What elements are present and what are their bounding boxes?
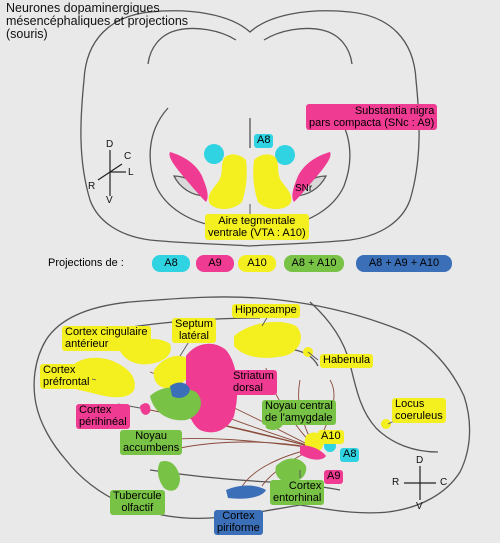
label-perhineal-line-2: périhinéal [79, 415, 127, 428]
label-piriforme-line-2: piriforme [217, 521, 260, 534]
label-striatum: Striatum dorsal [230, 370, 277, 395]
coronal-outline [80, 10, 420, 247]
label-olfactif: Tubercule olfactif [110, 490, 165, 515]
legend-item-a8-label: A8 [164, 257, 178, 269]
coronal-axis-r: R [88, 181, 96, 192]
vta-right [253, 154, 292, 210]
sagittal-outline [33, 296, 471, 520]
label-prefrontal-line-1: Cortex [43, 364, 76, 376]
olfactory-tubercle-region [157, 460, 180, 491]
label-a9: A9 [324, 470, 344, 484]
label-amygdale-line-2: de l'amygdale [265, 411, 333, 424]
legend-item-a8-a9-a10-label: A8 + A9 + A10 [368, 257, 440, 269]
coronal-axis-c: C [124, 151, 132, 162]
label-cingulaire-line-2: antérieur [65, 337, 109, 350]
label-olfactif-line-2: olfactif [121, 501, 154, 514]
coronal-axis-l: L [128, 167, 134, 178]
label-perhineal: Cortex périhinéal [76, 404, 130, 429]
label-septum: Septum latéral [172, 318, 216, 343]
a9-left [169, 152, 208, 202]
sagittal-axis-v: V [416, 501, 423, 512]
label-a8: A8 [340, 448, 360, 462]
coronal-cortex-left [149, 107, 217, 227]
label-olfactif-line-1: Tubercule [113, 490, 162, 502]
label-a8-coronal: A8 [254, 134, 274, 148]
a9-right [292, 152, 331, 202]
legend-item-a10: A10 [238, 255, 276, 272]
entorhinal-region [275, 458, 307, 483]
label-accumbens-line-2: accumbens [123, 441, 180, 454]
title-line-2: mésencéphaliques et projections [6, 14, 189, 28]
sagittal-axis-d: D [416, 455, 424, 466]
label-hippocampe: Hippocampe [232, 304, 300, 318]
cerebellum-line [309, 301, 439, 453]
legend-item-a8-a10-label: A8 + A10 [291, 257, 337, 269]
piriform-region [226, 485, 266, 499]
label-snc-line-2: pars compacta (SNc : A9) [309, 117, 435, 129]
label-snr: SNr [295, 183, 313, 194]
legend-item-a9: A9 [196, 255, 234, 272]
accumbens-region [150, 387, 201, 421]
label-locus-line-1: Locus [395, 398, 425, 410]
legend-item-a9-label: A9 [208, 257, 222, 269]
label-habenula: Habenula [320, 354, 374, 368]
label-piriforme-line-1: Cortex [222, 510, 255, 522]
label-prefrontal-line-2: préfrontal [43, 375, 90, 388]
label-entorhinal-line-2: entorhinal [273, 491, 322, 504]
coronal-nuclei [169, 144, 331, 216]
title-line-1: Neurones dopaminergiques [6, 1, 160, 15]
legend-item-a8-a10: A8 + A10 [284, 255, 344, 272]
accumbens-blue [170, 382, 190, 398]
hippocampus-region [234, 321, 301, 358]
figure-title: Neurones dopaminergiques mésencéphalique… [6, 2, 188, 41]
label-a10: A10 [318, 430, 344, 444]
label-snc-line-1: Substantia nigra [354, 105, 435, 117]
label-locus-line-2: coeruleus [395, 409, 443, 422]
septum-region [153, 355, 192, 389]
label-septum-line-1: Septum [175, 318, 213, 330]
label-piriforme: Cortex piriforme [214, 510, 263, 535]
label-perhineal-line-1: Cortex [79, 404, 112, 416]
legend-item-a10-label: A10 [247, 257, 267, 269]
label-vta-line-2: ventrale (VTA : A10) [208, 227, 306, 239]
legend-title: Projections de : [48, 257, 124, 269]
snc-sagittal [300, 445, 326, 460]
label-accumbens: Noyau accumbens [120, 430, 183, 455]
label-striatum-line-2: dorsal [233, 381, 263, 394]
coronal-axis-d: D [106, 139, 114, 150]
perirhinal-region [140, 403, 151, 415]
label-snc: Substantia nigra pars compacta (SNc : A9… [306, 104, 438, 130]
legend-item-a8: A8 [152, 255, 190, 272]
label-cingulaire-line-1: Cortex cingulaire [65, 326, 148, 338]
locus-dot [381, 419, 391, 429]
coronal-inner-left [147, 27, 237, 65]
label-amygdale: Noyau central de l'amygdale [262, 400, 336, 425]
coronal-inner-right [263, 27, 353, 65]
sagittal-axes [404, 466, 436, 500]
sagittal-axis-r: R [392, 477, 400, 488]
label-cingulaire: Cortex cingulaire antérieur [62, 326, 151, 351]
label-septum-line-2: latéral [178, 329, 209, 342]
label-vta: Aire tegmentale ventrale (VTA : A10) [205, 214, 309, 240]
a8-left [204, 144, 224, 164]
label-prefrontal: Cortex préfrontal [40, 364, 93, 389]
label-vta-line-1: Aire tegmentale [218, 215, 296, 227]
label-entorhinal-line-1: Cortex [288, 480, 322, 492]
coronal-section [80, 10, 420, 247]
coronal-axis-v: V [106, 195, 113, 206]
label-striatum-line-1: Striatum [233, 370, 274, 382]
label-entorhinal: Cortex entorhinal [270, 480, 325, 505]
label-amygdale-line-1: Noyau central [265, 400, 333, 412]
label-accumbens-line-1: Noyau [135, 430, 168, 442]
legend-item-a8-a9-a10: A8 + A9 + A10 [356, 255, 452, 272]
label-locus: Locus coeruleus [392, 398, 446, 423]
vta-left [208, 154, 247, 210]
sagittal-axis-c: C [440, 477, 448, 488]
coronal-axes [97, 150, 126, 196]
a8-right [275, 145, 295, 165]
title-line-3: (souris) [6, 27, 48, 41]
